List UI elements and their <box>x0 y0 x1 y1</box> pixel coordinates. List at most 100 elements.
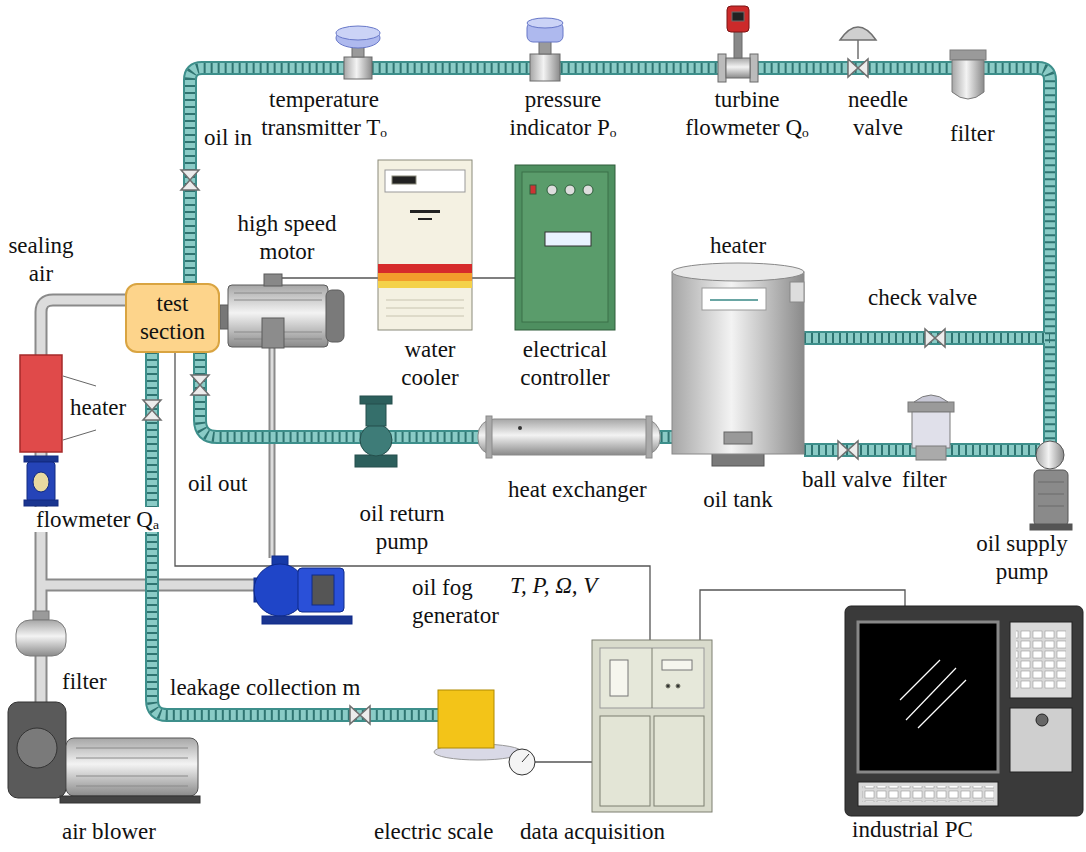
valve-symbol <box>925 329 945 347</box>
industrial-pc <box>906 668 956 720</box>
label-holder: leakage collection m <box>170 674 360 702</box>
component-label: check valve <box>868 285 977 310</box>
turbine-flowmeter <box>726 58 750 78</box>
temperature-transmitter <box>336 26 380 79</box>
water-cooler <box>386 308 464 309</box>
turbine-flowmeter <box>718 54 726 82</box>
oil-return-pump <box>360 396 392 404</box>
filter-symbol <box>908 402 954 412</box>
high-speed-motor <box>262 318 284 348</box>
water-cooler <box>386 300 464 316</box>
label-holder: pressure indicator Pₒ <box>488 86 638 142</box>
label-holder: high speed motor <box>222 210 352 266</box>
turbine-flowmeter <box>727 6 749 32</box>
industrial-pc <box>858 782 998 806</box>
oil-fog-generator <box>298 568 344 612</box>
data-acquisition-cabinet <box>676 684 680 688</box>
label-holder: electric scale <box>374 818 493 846</box>
industrial-pc <box>1010 708 1072 772</box>
air-blower <box>76 758 188 759</box>
component-label: high speed motor <box>237 211 336 264</box>
electric-scale <box>434 690 535 775</box>
valve-symbol <box>143 400 161 420</box>
high-speed-motor <box>220 274 344 348</box>
component-label: pressure indicator Pₒ <box>510 87 617 140</box>
valve-symbol <box>350 706 370 724</box>
air-blower <box>66 738 198 796</box>
leader-line <box>63 376 96 386</box>
industrial-pc <box>1016 630 1066 690</box>
oil-fog-generator <box>262 616 352 624</box>
data-acquisition-cabinet <box>654 716 704 806</box>
water-cooler <box>378 160 472 330</box>
label-holder: turbine flowmeter Qₒ <box>672 86 822 142</box>
filter-symbol <box>916 446 946 460</box>
label-holder: data acquisition <box>520 818 665 846</box>
filter-symbol <box>914 395 948 402</box>
oil-return-pump <box>355 455 397 467</box>
component-label: industrial PC <box>852 817 973 842</box>
heat-exchanger <box>478 416 660 458</box>
test-section-box: test section <box>125 283 220 353</box>
industrial-pc <box>900 660 940 700</box>
label-holder: water cooler <box>388 336 472 392</box>
air-flowmeter <box>33 472 49 492</box>
electric-scale <box>438 690 494 748</box>
oil-tank-outline <box>668 232 808 514</box>
oil-tank-outline <box>702 288 766 310</box>
component-label: electric scale <box>374 819 493 844</box>
electric-scale <box>509 749 535 775</box>
label-holder: heat exchanger <box>508 476 647 504</box>
valve-symbol <box>143 59 945 724</box>
component-label: needle valve <box>848 87 908 140</box>
component-label: filter <box>902 467 947 492</box>
electrical-controller <box>565 185 575 195</box>
data-acquisition-cabinet <box>652 648 653 708</box>
oil-fog-generator <box>254 556 352 624</box>
label-holder: oil fog generator <box>412 574 512 630</box>
air-heater <box>20 355 62 452</box>
high-speed-motor <box>264 274 282 286</box>
air-blower <box>17 728 57 768</box>
component-label: oil out <box>188 471 247 496</box>
oil-supply-pump <box>1038 482 1064 506</box>
turbine-flowmeter <box>732 12 744 21</box>
data-acquisition-cabinet <box>662 660 692 670</box>
water-cooler <box>410 210 440 213</box>
label-holder: filter <box>62 668 107 696</box>
component-label: turbine flowmeter Qₒ <box>685 87 809 140</box>
air-flowmeter <box>27 462 55 502</box>
label-holder: filter <box>902 466 947 494</box>
pressure-indicator <box>530 54 560 81</box>
oil-supply-pump <box>1030 524 1072 530</box>
oil-supply-pump <box>1034 470 1068 526</box>
filter-symbol <box>16 620 66 656</box>
high-speed-motor <box>234 300 322 301</box>
air-pipe <box>271 348 274 558</box>
label-holder: industrial PC <box>852 816 973 844</box>
oil-pipe <box>190 68 1050 445</box>
water-cooler <box>386 316 464 317</box>
data-acquisition-cabinet <box>610 660 628 696</box>
air-blower <box>8 702 200 803</box>
node-label: oil tank <box>703 486 773 514</box>
filter-symbol <box>16 50 986 656</box>
filter-symbol <box>33 611 49 620</box>
air-flowmeter <box>24 500 58 506</box>
air-flowmeter <box>24 456 58 506</box>
oil-tank-outline <box>672 272 804 454</box>
component-label: temperature transmitter Tₒ <box>261 87 387 140</box>
electric-scale <box>522 754 529 762</box>
industrial-pc <box>858 622 998 772</box>
component-label: filter <box>950 121 995 146</box>
air-pipe <box>269 348 276 558</box>
electrical-controller <box>515 165 615 330</box>
oil-pipe <box>190 68 1050 445</box>
valve-symbol <box>181 170 199 190</box>
turbine-flowmeter <box>718 6 758 82</box>
label-holder: electrical controller <box>509 336 621 392</box>
component-label: leakage collection m <box>170 675 360 700</box>
water-cooler <box>385 170 465 192</box>
oil-pipe <box>190 68 1050 445</box>
